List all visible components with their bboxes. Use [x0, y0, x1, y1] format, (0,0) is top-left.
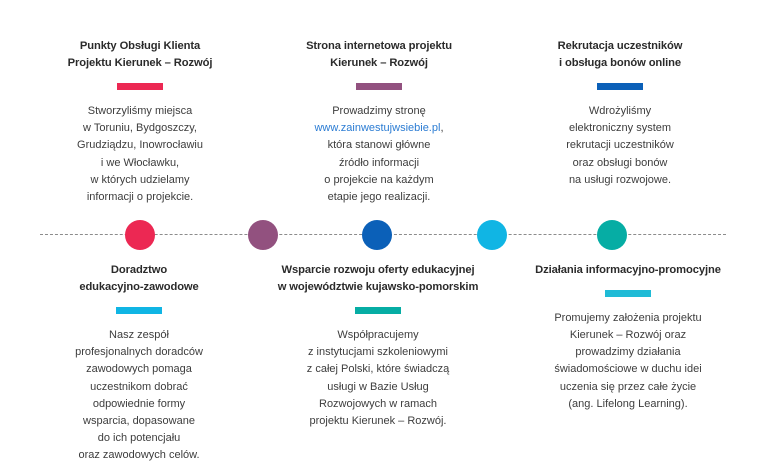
card-accent-bar: [597, 83, 643, 91]
card-punkty-obslugi-klienta: Punkty Obsługi Klienta Projektu Kierunek…: [40, 38, 240, 206]
card-rekrutacja-uczestnikow: Rekrutacja uczestników i obsługa bonów o…: [512, 38, 728, 189]
card-heading: Wsparcie rozwoju oferty edukacyjnej w wo…: [277, 264, 479, 294]
card-heading: Doradztwo edukacyjno-zawodowe: [79, 264, 199, 294]
timeline-dot-punkty-obslugi-klienta[interactable]: [125, 220, 155, 250]
card-heading: Punkty Obsługi Klienta Projektu Kierunek…: [67, 40, 213, 70]
body-text-before-link: Prowadzimy stronę: [332, 105, 426, 118]
body-text-after-link: , która stanowi główne źródło informacji…: [324, 122, 444, 203]
card-dzialania-informacyjno-promocyjne: Działania informacyjno-promocyjne Promuj…: [502, 262, 754, 413]
card-heading: Rekrutacja uczestników i obsługa bonów o…: [557, 40, 683, 70]
timeline-dot-wsparcie-rozwoju-oferty[interactable]: [477, 220, 507, 250]
timeline-dot-rekrutacja-uczestnikow[interactable]: [597, 220, 627, 250]
project-website-link[interactable]: www.zainwestujwsiebie.pl: [314, 122, 441, 135]
card-body-text: Współpracujemy z instytucjami szkoleniow…: [306, 329, 450, 427]
timeline-dot-strona-internetowa[interactable]: [362, 220, 392, 250]
card-body-text: Promujemy założenia projektu Kierunek – …: [554, 312, 702, 410]
card-body-text: Wdrożyliśmy elektroniczny system rekruta…: [566, 105, 674, 186]
card-heading: Działania informacyjno-promocyjne: [535, 264, 721, 276]
card-accent-bar: [116, 307, 162, 315]
card-body-text: Stworzyliśmy miejsca w Toruniu, Bydgoszc…: [77, 105, 203, 203]
timeline-dot-doradztwo-edukacyjno-zawodowe[interactable]: [248, 220, 278, 250]
card-strona-internetowa-projektu: Strona internetowa projektu Kierunek – R…: [268, 38, 490, 206]
card-accent-bar: [356, 83, 402, 91]
card-doradztwo-edukacyjno-zawodowe: Doradztwo edukacyjno-zawodowe Nasz zespó…: [38, 262, 240, 464]
card-body-text: Nasz zespół profesjonalnych doradców zaw…: [75, 329, 203, 462]
card-body-text: Prowadzimy stronę www.zainwestujwsiebie.…: [268, 103, 490, 206]
card-heading: Strona internetowa projektu Kierunek – R…: [306, 40, 452, 70]
card-accent-bar: [117, 83, 163, 91]
card-accent-bar: [605, 290, 651, 298]
card-accent-bar: [355, 307, 401, 315]
card-wsparcie-rozwoju-oferty-edukacyjnej: Wsparcie rozwoju oferty edukacyjnej w wo…: [258, 262, 498, 430]
